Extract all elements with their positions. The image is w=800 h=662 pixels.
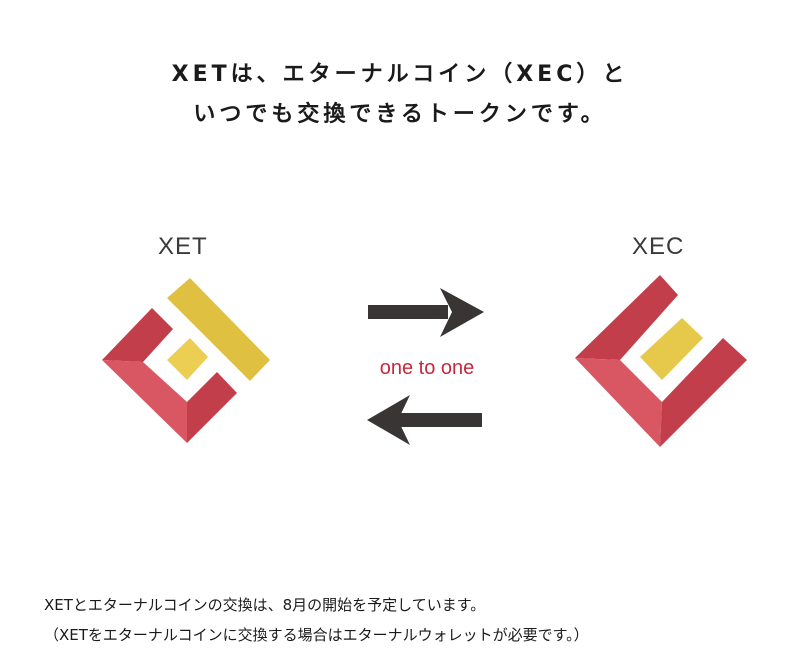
headline-line-2: いつでも交換できるトークンです。 — [193, 102, 607, 127]
xec-label: XEC — [632, 233, 685, 260]
arrow-right-icon — [368, 288, 484, 337]
xet-label: XET — [158, 233, 208, 260]
xec-logo-icon — [575, 275, 747, 447]
arrow-left-icon — [367, 395, 482, 445]
xet-logo-icon — [102, 278, 270, 443]
headline-line-1: XETは、エターナルコイン（XEC）と — [171, 62, 629, 87]
note-line-1: XETとエターナルコインの交換は、8月の開始を予定しています。 — [44, 596, 486, 614]
note-line-2: （XETをエターナルコインに交換する場合はエターナルウォレットが必要です。） — [44, 626, 589, 644]
one-to-one-label: one to one — [379, 357, 475, 379]
